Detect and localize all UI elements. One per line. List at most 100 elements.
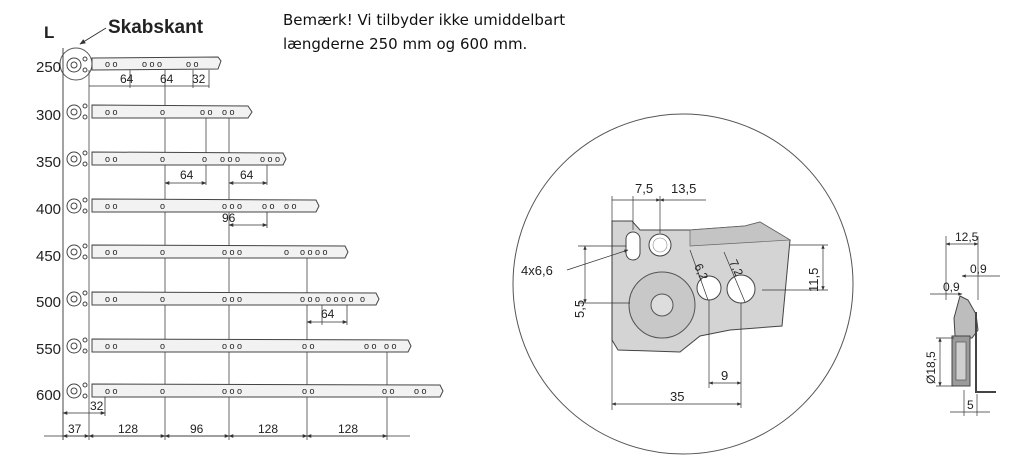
svg-text:o o: o o bbox=[382, 386, 395, 396]
hole-upper bbox=[648, 233, 672, 257]
svg-text:o o o o: o o o o bbox=[300, 247, 328, 257]
dim-6-2: 6,2 bbox=[691, 261, 711, 282]
svg-text:o o: o o bbox=[186, 59, 199, 69]
rail-600: 600 o o o o o o o o o o o o bbox=[36, 382, 444, 404]
svg-text:o: o bbox=[160, 107, 165, 117]
svg-text:o: o bbox=[202, 154, 207, 164]
length-label-350: 350 bbox=[36, 154, 61, 171]
svg-text:o o: o o bbox=[105, 341, 118, 351]
dim-7-2: 7,2 bbox=[726, 257, 746, 278]
svg-text:o o: o o bbox=[105, 247, 118, 257]
svg-text:o o: o o bbox=[222, 107, 235, 117]
row-dims-250: 64 64 32 bbox=[89, 72, 209, 87]
svg-text:o o: o o bbox=[105, 154, 118, 164]
dim-7-5: 7,5 bbox=[635, 181, 653, 196]
rail-450: 450 o o o o o o o o o o o bbox=[36, 243, 349, 265]
svg-text:o o: o o bbox=[105, 294, 118, 304]
svg-text:96: 96 bbox=[190, 422, 204, 436]
rail-length-group: L Skabskant 250 o o o o o o o 300 bbox=[36, 17, 444, 440]
svg-text:o o: o o bbox=[105, 201, 118, 211]
bracket-angle bbox=[975, 312, 996, 393]
length-label-400: 400 bbox=[36, 201, 61, 218]
slot-hole bbox=[625, 231, 641, 261]
svg-text:o o o: o o o bbox=[260, 154, 280, 164]
length-label-450: 450 bbox=[36, 248, 61, 265]
dim-11-5: 11,5 bbox=[806, 268, 821, 292]
svg-text:64: 64 bbox=[120, 72, 134, 86]
row-dims-400: 96 bbox=[222, 211, 268, 228]
length-label-600: 600 bbox=[36, 387, 61, 404]
bracket-detail-group: 7,5 13,5 4x6,6 5,5 6,2 7,2 11,5 9 35 bbox=[512, 113, 854, 455]
svg-text:o: o bbox=[160, 201, 165, 211]
svg-text:32: 32 bbox=[192, 72, 206, 86]
availability-note: Bemærk! Vi tilbyder ikke umiddelbart læn… bbox=[283, 8, 565, 56]
svg-text:o o: o o bbox=[105, 59, 118, 69]
profile-view-group: 12,5 0,9 0,9 Ø18,5 5 bbox=[924, 230, 1000, 416]
svg-text:o o: o o bbox=[384, 341, 397, 351]
svg-text:o: o bbox=[160, 341, 165, 351]
svg-text:64: 64 bbox=[180, 168, 194, 182]
rail-550: 550 o o o o o o o o o o o o bbox=[36, 337, 412, 358]
svg-text:o o o: o o o bbox=[222, 386, 242, 396]
svg-text:o: o bbox=[284, 247, 289, 257]
svg-text:o o: o o bbox=[284, 201, 297, 211]
dim-13-5: 13,5 bbox=[671, 181, 696, 196]
svg-text:o o o: o o o bbox=[142, 59, 162, 69]
dim-4x6-6: 4x6,6 bbox=[521, 263, 553, 278]
svg-text:o o o: o o o bbox=[222, 247, 242, 257]
dim-5-5: 5,5 bbox=[572, 300, 587, 318]
svg-text:o: o bbox=[360, 294, 365, 304]
length-label-250: 250 bbox=[36, 59, 61, 76]
svg-text:128: 128 bbox=[258, 422, 278, 436]
row-dims-500: 64 bbox=[306, 307, 348, 324]
svg-text:64: 64 bbox=[160, 72, 174, 86]
dim-12-5: 12,5 bbox=[955, 230, 979, 244]
svg-text:o o o: o o o bbox=[222, 341, 242, 351]
length-label-550: 550 bbox=[36, 341, 61, 358]
note-line-1: Bemærk! Vi tilbyder ikke umiddelbart bbox=[283, 11, 566, 29]
svg-text:o o: o o bbox=[302, 386, 315, 396]
rail-300: 300 o o o o o o o bbox=[36, 103, 253, 124]
svg-text:o o: o o bbox=[262, 201, 275, 211]
note-line-2: længderne 250 mm og 600 mm. bbox=[283, 35, 528, 53]
svg-text:o: o bbox=[160, 386, 165, 396]
cabinet-edge-label: Skabskant bbox=[108, 17, 204, 38]
row-dims-350: 64 64 bbox=[164, 168, 268, 185]
cabinet-edge-arrow bbox=[79, 27, 107, 45]
svg-text:64: 64 bbox=[321, 307, 335, 321]
length-label-300: 300 bbox=[36, 107, 61, 124]
svg-text:32: 32 bbox=[90, 399, 104, 413]
svg-text:128: 128 bbox=[118, 422, 138, 436]
rail-500: 500 o o o o o o o o o o o o o o bbox=[36, 290, 380, 311]
rail-400: 400 o o o o o o o o o o bbox=[36, 197, 320, 218]
dim-9: 9 bbox=[721, 368, 728, 383]
svg-text:o o: o o bbox=[364, 341, 377, 351]
svg-text:o o: o o bbox=[105, 386, 118, 396]
svg-text:64: 64 bbox=[240, 168, 254, 182]
svg-text:o o o o: o o o o bbox=[326, 294, 354, 304]
svg-text:o o o: o o o bbox=[222, 201, 242, 211]
svg-text:o o: o o bbox=[200, 107, 213, 117]
bottom-dim-chain: 37 128 96 128 128 bbox=[44, 422, 410, 438]
svg-text:o: o bbox=[160, 154, 165, 164]
side-letter: L bbox=[44, 23, 54, 42]
dim-5: 5 bbox=[967, 398, 974, 412]
dim-0-9-left: 0,9 bbox=[943, 280, 960, 294]
svg-text:o: o bbox=[160, 294, 165, 304]
svg-text:o o: o o bbox=[414, 386, 427, 396]
svg-text:o o o: o o o bbox=[220, 154, 240, 164]
svg-text:128: 128 bbox=[338, 422, 358, 436]
rail-250: 250 o o o o o o o bbox=[36, 56, 222, 76]
offset-dim: 32 bbox=[62, 397, 106, 416]
svg-text:o o o: o o o bbox=[222, 294, 242, 304]
svg-text:o o: o o bbox=[105, 107, 118, 117]
svg-text:o: o bbox=[160, 247, 165, 257]
svg-text:96: 96 bbox=[222, 211, 236, 225]
svg-text:o o: o o bbox=[302, 341, 315, 351]
dim-0-9-right: 0,9 bbox=[970, 262, 987, 276]
length-label-500: 500 bbox=[36, 294, 61, 311]
dim-dia-18-5: Ø18,5 bbox=[924, 351, 938, 384]
svg-text:37: 37 bbox=[68, 422, 82, 436]
svg-text:o o o: o o o bbox=[300, 294, 320, 304]
